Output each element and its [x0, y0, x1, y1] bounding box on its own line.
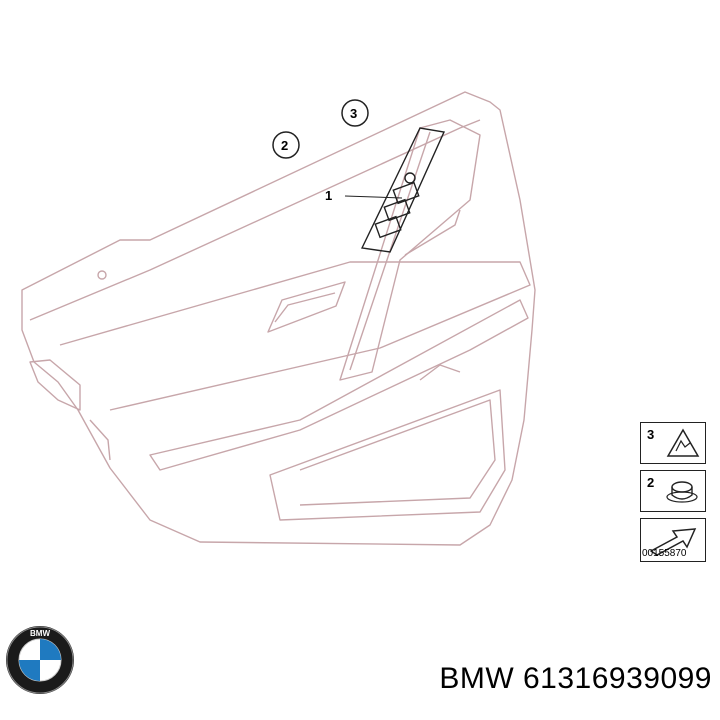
svg-text:2: 2	[281, 138, 288, 153]
legend-item-arrow	[640, 518, 706, 562]
door-flap	[29, 359, 81, 411]
door-opener	[267, 281, 346, 333]
door-outline	[21, 91, 536, 546]
warning-triangle-icon	[666, 428, 700, 457]
legend-number: 3	[647, 427, 655, 442]
svg-text:1: 1	[325, 188, 332, 203]
part-number-caption: BMW 61316939099	[439, 662, 712, 695]
pull-handle	[339, 119, 481, 381]
callout-3: 3	[341, 99, 369, 127]
door-upper-line	[29, 119, 481, 321]
legend-item-2: 2	[640, 470, 706, 512]
arrow-icon	[649, 528, 697, 556]
door-lower-line	[59, 261, 531, 411]
diagram-code: 00155870	[642, 548, 687, 559]
svg-text:3: 3	[350, 106, 357, 121]
nut-icon	[666, 481, 698, 503]
callout-1: 1	[325, 188, 332, 203]
parts-legend: 3 2	[640, 422, 706, 568]
callout-2: 2	[272, 131, 300, 159]
window-switch	[344, 127, 446, 253]
svg-text:BMW: BMW	[30, 629, 50, 638]
legend-number: 2	[647, 475, 655, 490]
bmw-logo: BMW	[6, 626, 74, 694]
armrest	[149, 299, 529, 471]
legend-item-3: 3	[640, 422, 706, 464]
door-pocket	[269, 389, 506, 521]
